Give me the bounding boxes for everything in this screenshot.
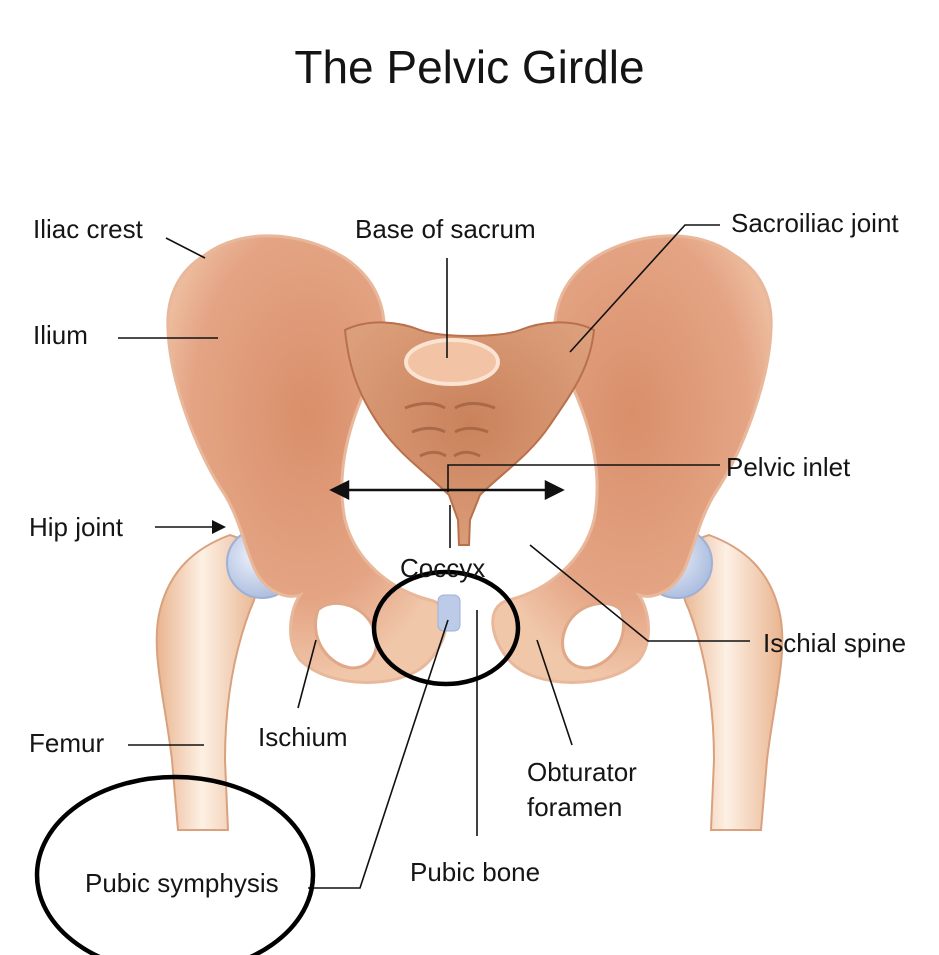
obturator-foramen-right <box>561 601 625 670</box>
sacrum-base <box>404 338 500 386</box>
label-obturator-foramen-line2: foramen <box>527 792 623 822</box>
diagram-title: The Pelvic Girdle <box>294 41 645 93</box>
label-femur: Femur <box>29 728 105 758</box>
label-obturator-foramen-line1: Obturator <box>527 757 637 787</box>
obturator-foramen-left <box>314 601 378 670</box>
label-sacroiliac-joint: Sacroiliac joint <box>731 208 899 238</box>
pubic-symphysis-circle <box>371 569 521 687</box>
label-iliac-crest: Iliac crest <box>33 214 143 244</box>
pubic-symphysis-label-circle <box>34 774 316 955</box>
label-ilium: Ilium <box>33 320 88 350</box>
pelvic-inlet-arrow <box>329 479 565 501</box>
label-pelvic-inlet: Pelvic inlet <box>726 452 851 482</box>
leader-lines <box>118 224 750 889</box>
hip-joint-arrowhead <box>212 520 226 534</box>
label-ischial-spine: Ischial spine <box>763 628 907 658</box>
label-hip-joint: Hip joint <box>29 512 123 542</box>
label-coccyx: Coccyx <box>400 553 486 583</box>
pubic-symphysis-cartilage <box>437 594 461 632</box>
label-ischium: Ischium <box>258 722 348 752</box>
sacral-ridges <box>404 402 496 458</box>
label-base-of-sacrum: Base of sacrum <box>355 214 536 244</box>
label-pubic-symphysis: Pubic symphysis <box>85 868 279 898</box>
label-pubic-bone: Pubic bone <box>410 857 541 887</box>
